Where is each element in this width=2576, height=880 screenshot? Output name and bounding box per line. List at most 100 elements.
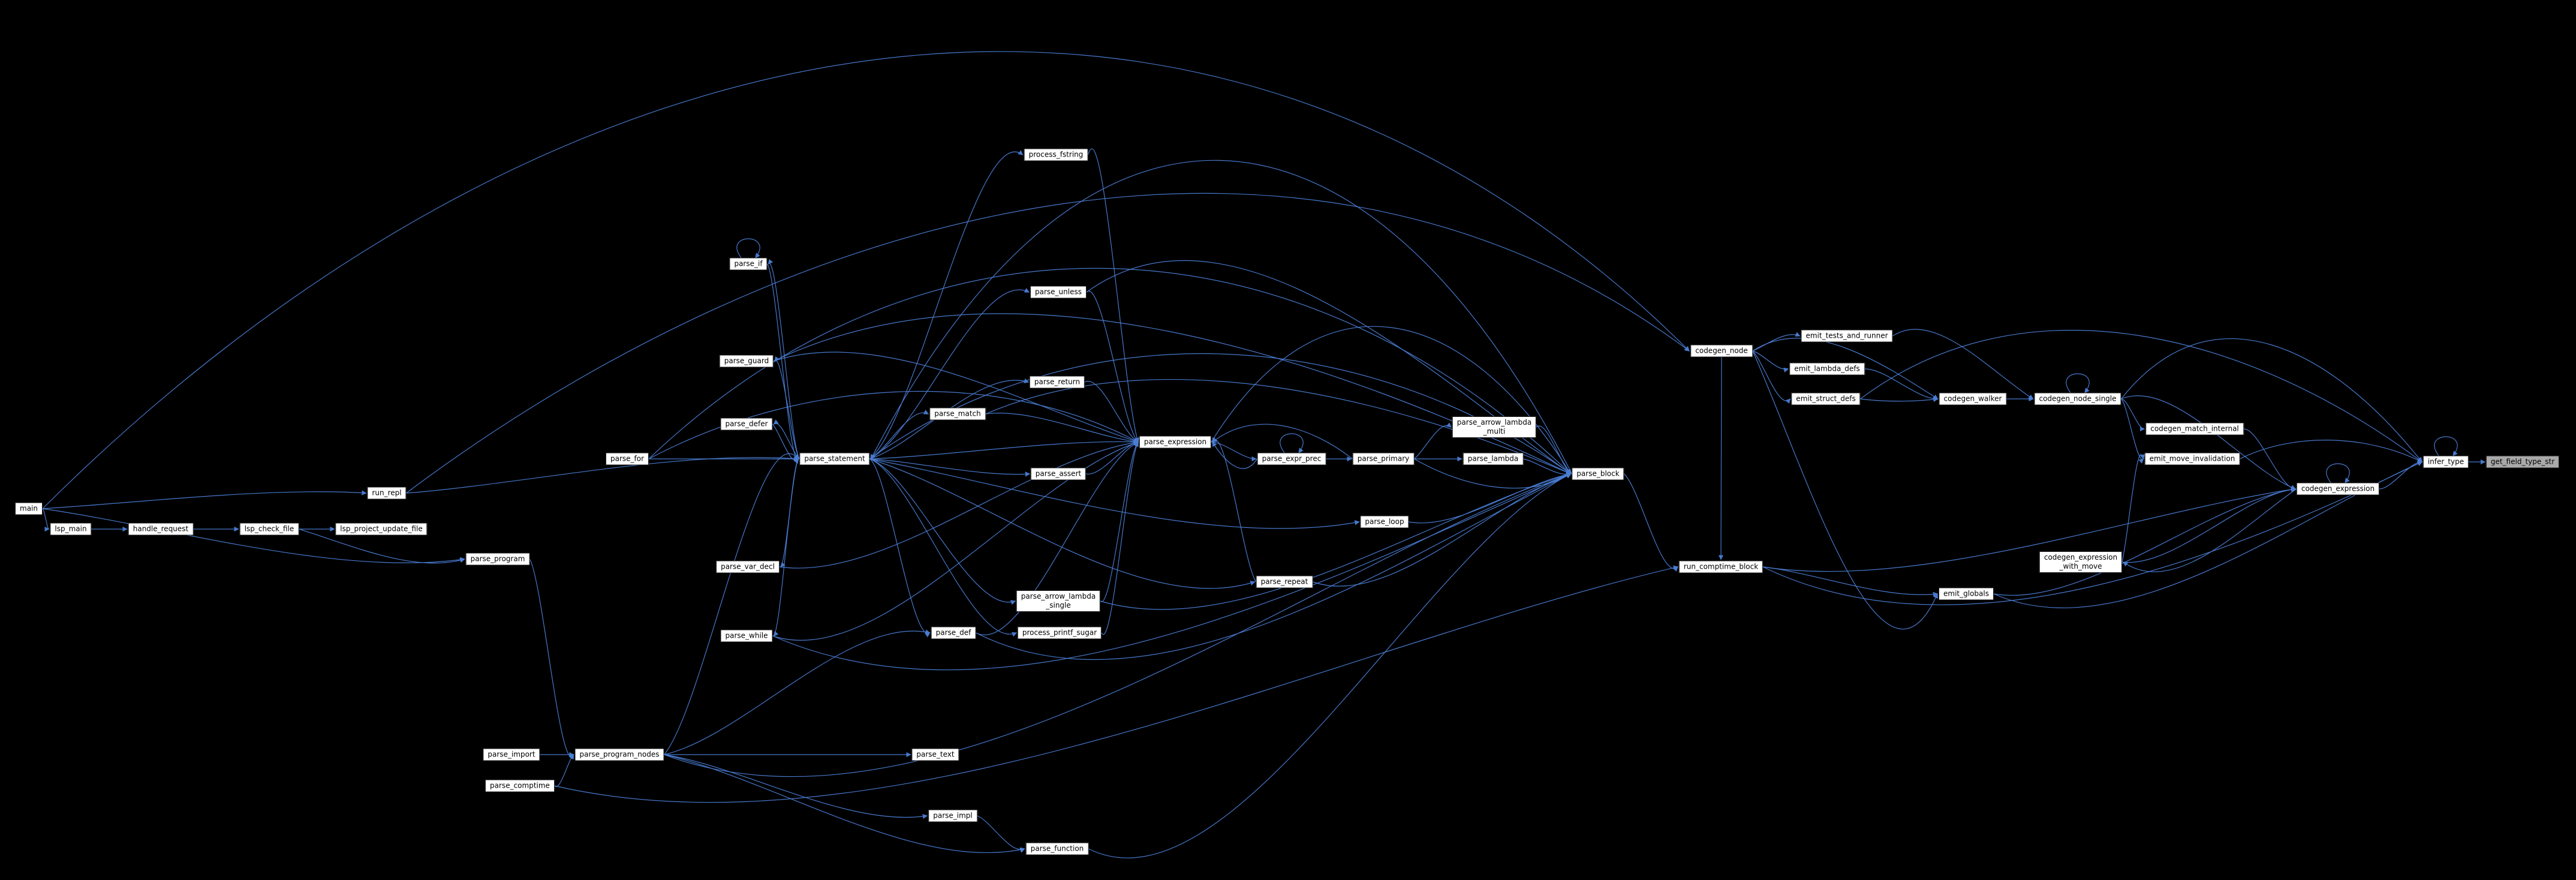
graph-node-main[interactable]: main — [15, 502, 43, 515]
graph-edge-run_repl-to-codegen_node — [406, 193, 1690, 494]
graph-edge-parse_arrow_lambda_single-to-parse_block — [1100, 473, 1572, 610]
graph-node-parse_lambda[interactable]: parse_lambda — [1462, 452, 1524, 465]
graph-edge-main-to-run_repl — [42, 490, 367, 509]
graph-edge-process_fstring-to-parse_expression — [1087, 148, 1140, 443]
graph-node-parse_assert[interactable]: parse_assert — [1030, 467, 1087, 480]
graph-edge-parse_var_decl-to-parse_expression — [779, 440, 1139, 569]
graph-edge-codegen_node-to-emit_struct_defs — [1752, 350, 1791, 404]
graph-edge-parse_while-to-parse_block — [772, 473, 1572, 671]
graph-node-emit_globals[interactable]: emit_globals — [1939, 587, 1994, 600]
graph-edge-parse_arrow_lambda_single-to-parse_expression — [1100, 441, 1139, 602]
graph-node-run_comptime_block[interactable]: run_comptime_block — [1678, 560, 1764, 573]
graph-node-codegen_match_internal[interactable]: codegen_match_internal — [2145, 422, 2244, 436]
graph-node-parse_import[interactable]: parse_import — [483, 748, 540, 761]
graph-edge-parse_block-to-parse_statement — [870, 160, 1573, 474]
graph-edge-codegen_node_single-to-infer_type — [2121, 338, 2422, 462]
graph-node-emit_tests_and_runner[interactable]: emit_tests_and_runner — [1801, 329, 1893, 343]
graph-edge-codegen_expression_with_move-to-emit_move_invalidation — [2121, 453, 2145, 563]
graph-edge-parse_statement-to-parse_arrow_lambda_single — [869, 458, 1016, 605]
graph-node-parse_expr_prec[interactable]: parse_expr_prec — [1257, 452, 1326, 465]
graph-edge-parse_def-to-parse_block — [976, 473, 1572, 660]
graph-node-lsp_main[interactable]: lsp_main — [50, 522, 92, 536]
graph-node-run_repl[interactable]: run_repl — [367, 486, 407, 500]
graph-edge-parse_statement-to-process_fstring — [869, 150, 1024, 459]
graph-node-parse_expression[interactable]: parse_expression — [1139, 436, 1212, 449]
graph-edge-parse_def-to-parse_expression — [976, 441, 1139, 635]
graph-node-codegen_expression_with_move[interactable]: codegen_expression _with_move — [2039, 551, 2123, 573]
graph-edge-parse_statement-to-parse_while — [773, 458, 801, 636]
graph-edge-run_comptime_block-to-infer_type — [1762, 461, 2423, 605]
graph-node-parse_comptime[interactable]: parse_comptime — [485, 779, 555, 792]
graph-node-parse_match[interactable]: parse_match — [929, 407, 986, 421]
graph-node-parse_return[interactable]: parse_return — [1029, 376, 1085, 389]
graph-edge-parse_statement-to-parse_if — [768, 259, 800, 459]
graph-node-parse_statement[interactable]: parse_statement — [799, 452, 870, 465]
graph-node-parse_loop[interactable]: parse_loop — [1360, 515, 1409, 528]
graph-node-parse_program[interactable]: parse_program — [465, 552, 530, 566]
graph-edge-main-to-codegen_node — [42, 51, 1690, 509]
graph-edge-parse_statement-to-parse_guard — [774, 356, 800, 459]
graph-edge-codegen_node-to-emit_tests_and_runner — [1752, 332, 1801, 352]
graph-edge-codegen_node-to-emit_globals — [1752, 350, 1938, 630]
graph-edge-parse_program_nodes-to-parse_impl — [664, 754, 928, 819]
graph-node-handle_request[interactable]: handle_request — [128, 522, 194, 536]
graph-edge-parse_statement-to-parse_assert — [869, 458, 1031, 477]
graph-edge-parse_impl-to-parse_function — [977, 815, 1025, 853]
graph-edge-parse_unless-to-parse_expression — [1086, 290, 1139, 443]
graph-edge-codegen_node-to-codegen_walker — [1752, 338, 1939, 400]
graph-edge-parse_return-to-parse_expression — [1084, 380, 1139, 443]
graph-edge-parse_statement-to-parse_unless — [869, 288, 1030, 459]
graph-node-process_printf_sugar[interactable]: process_printf_sugar — [1017, 626, 1102, 639]
graph-node-parse_arrow_lambda_single[interactable]: parse_arrow_lambda _single — [1016, 590, 1101, 612]
graph-node-codegen_node[interactable]: codegen_node — [1690, 344, 1753, 358]
graph-node-parse_guard[interactable]: parse_guard — [719, 355, 774, 368]
graph-node-parse_while[interactable]: parse_while — [720, 629, 773, 642]
graph-edge-lsp_check_file-to-parse_program — [299, 528, 465, 564]
graph-edge-emit_tests_and_runner-to-codegen_node_single — [1892, 329, 2034, 400]
graph-node-emit_struct_defs[interactable]: emit_struct_defs — [1791, 392, 1861, 406]
graph-node-codegen_node_single[interactable]: codegen_node_single — [2034, 392, 2121, 406]
graph-node-parse_impl[interactable]: parse_impl — [928, 809, 977, 822]
graph-node-parse_primary[interactable]: parse_primary — [1352, 452, 1415, 465]
graph-node-parse_defer[interactable]: parse_defer — [720, 418, 773, 431]
graph-node-parse_text[interactable]: parse_text — [911, 748, 959, 761]
graph-edge-parse_program-to-parse_program_nodes — [529, 558, 574, 760]
graph-edge-main-to-lsp_main — [42, 508, 50, 532]
graph-edge-parse_statement-to-process_printf_sugar — [869, 458, 1018, 637]
graph-node-parse_if[interactable]: parse_if — [729, 257, 768, 271]
graph-edge-codegen_expression-to-codegen_expression — [2326, 463, 2350, 483]
graph-node-get_field_type_str[interactable]: get_field_type_str — [2485, 455, 2560, 468]
graph-node-parse_repeat[interactable]: parse_repeat — [1256, 575, 1313, 588]
graph-edge-codegen_node_single-to-codegen_node_single — [2066, 373, 2090, 394]
graph-node-codegen_walker[interactable]: codegen_walker — [1939, 392, 2007, 406]
graph-node-emit_move_invalidation[interactable]: emit_move_invalidation — [2144, 452, 2240, 465]
graph-node-parse_block[interactable]: parse_block — [1572, 467, 1624, 480]
graph-node-lsp_check_file[interactable]: lsp_check_file — [239, 522, 299, 536]
graph-edge-run_comptime_block-to-emit_globals — [1762, 566, 1939, 597]
graph-edge-emit_globals-to-codegen_expression — [1993, 487, 2297, 596]
graph-edge-run_comptime_block-to-codegen_expression — [1762, 486, 2297, 572]
graph-edge-codegen_node-to-run_comptime_block — [1718, 357, 1724, 560]
graph-edge-parse_repeat-to-parse_expression — [1212, 437, 1257, 582]
graph-edge-parse_match-to-parse_expression — [985, 413, 1139, 444]
graph-node-infer_type[interactable]: infer_type — [2422, 455, 2469, 468]
graph-node-parse_var_decl[interactable]: parse_var_decl — [716, 560, 780, 573]
graph-node-lsp_project_update_file[interactable]: lsp_project_update_file — [335, 522, 428, 536]
graph-edge-codegen_expression_with_move-to-codegen_expression — [2121, 486, 2297, 563]
graph-edge-parse_expr_prec-to-parse_expr_prec — [1280, 433, 1304, 453]
graph-node-process_fstring[interactable]: process_fstring — [1024, 148, 1088, 161]
graph-edge-parse_program_nodes-to-parse_block — [664, 473, 1572, 777]
graph-node-parse_def[interactable]: parse_def — [931, 626, 976, 639]
graph-node-parse_program_nodes[interactable]: parse_program_nodes — [574, 748, 664, 761]
graph-node-emit_lambda_defs[interactable]: emit_lambda_defs — [1789, 362, 1865, 376]
graph-edge-parse_for-to-parse_expression — [648, 391, 1139, 459]
graph-node-parse_function[interactable]: parse_function — [1025, 842, 1089, 855]
graph-node-parse_arrow_lambda_multi[interactable]: parse_arrow_lambda _multi — [1452, 416, 1537, 438]
graph-node-parse_unless[interactable]: parse_unless — [1030, 286, 1087, 299]
graph-node-codegen_expression[interactable]: codegen_expression — [2296, 482, 2380, 495]
graph-edge-parse_statement-to-parse_defer — [773, 419, 800, 459]
graph-node-parse_for[interactable]: parse_for — [605, 452, 649, 465]
graph-edge-emit_struct_defs-to-infer_type — [1860, 329, 2423, 462]
